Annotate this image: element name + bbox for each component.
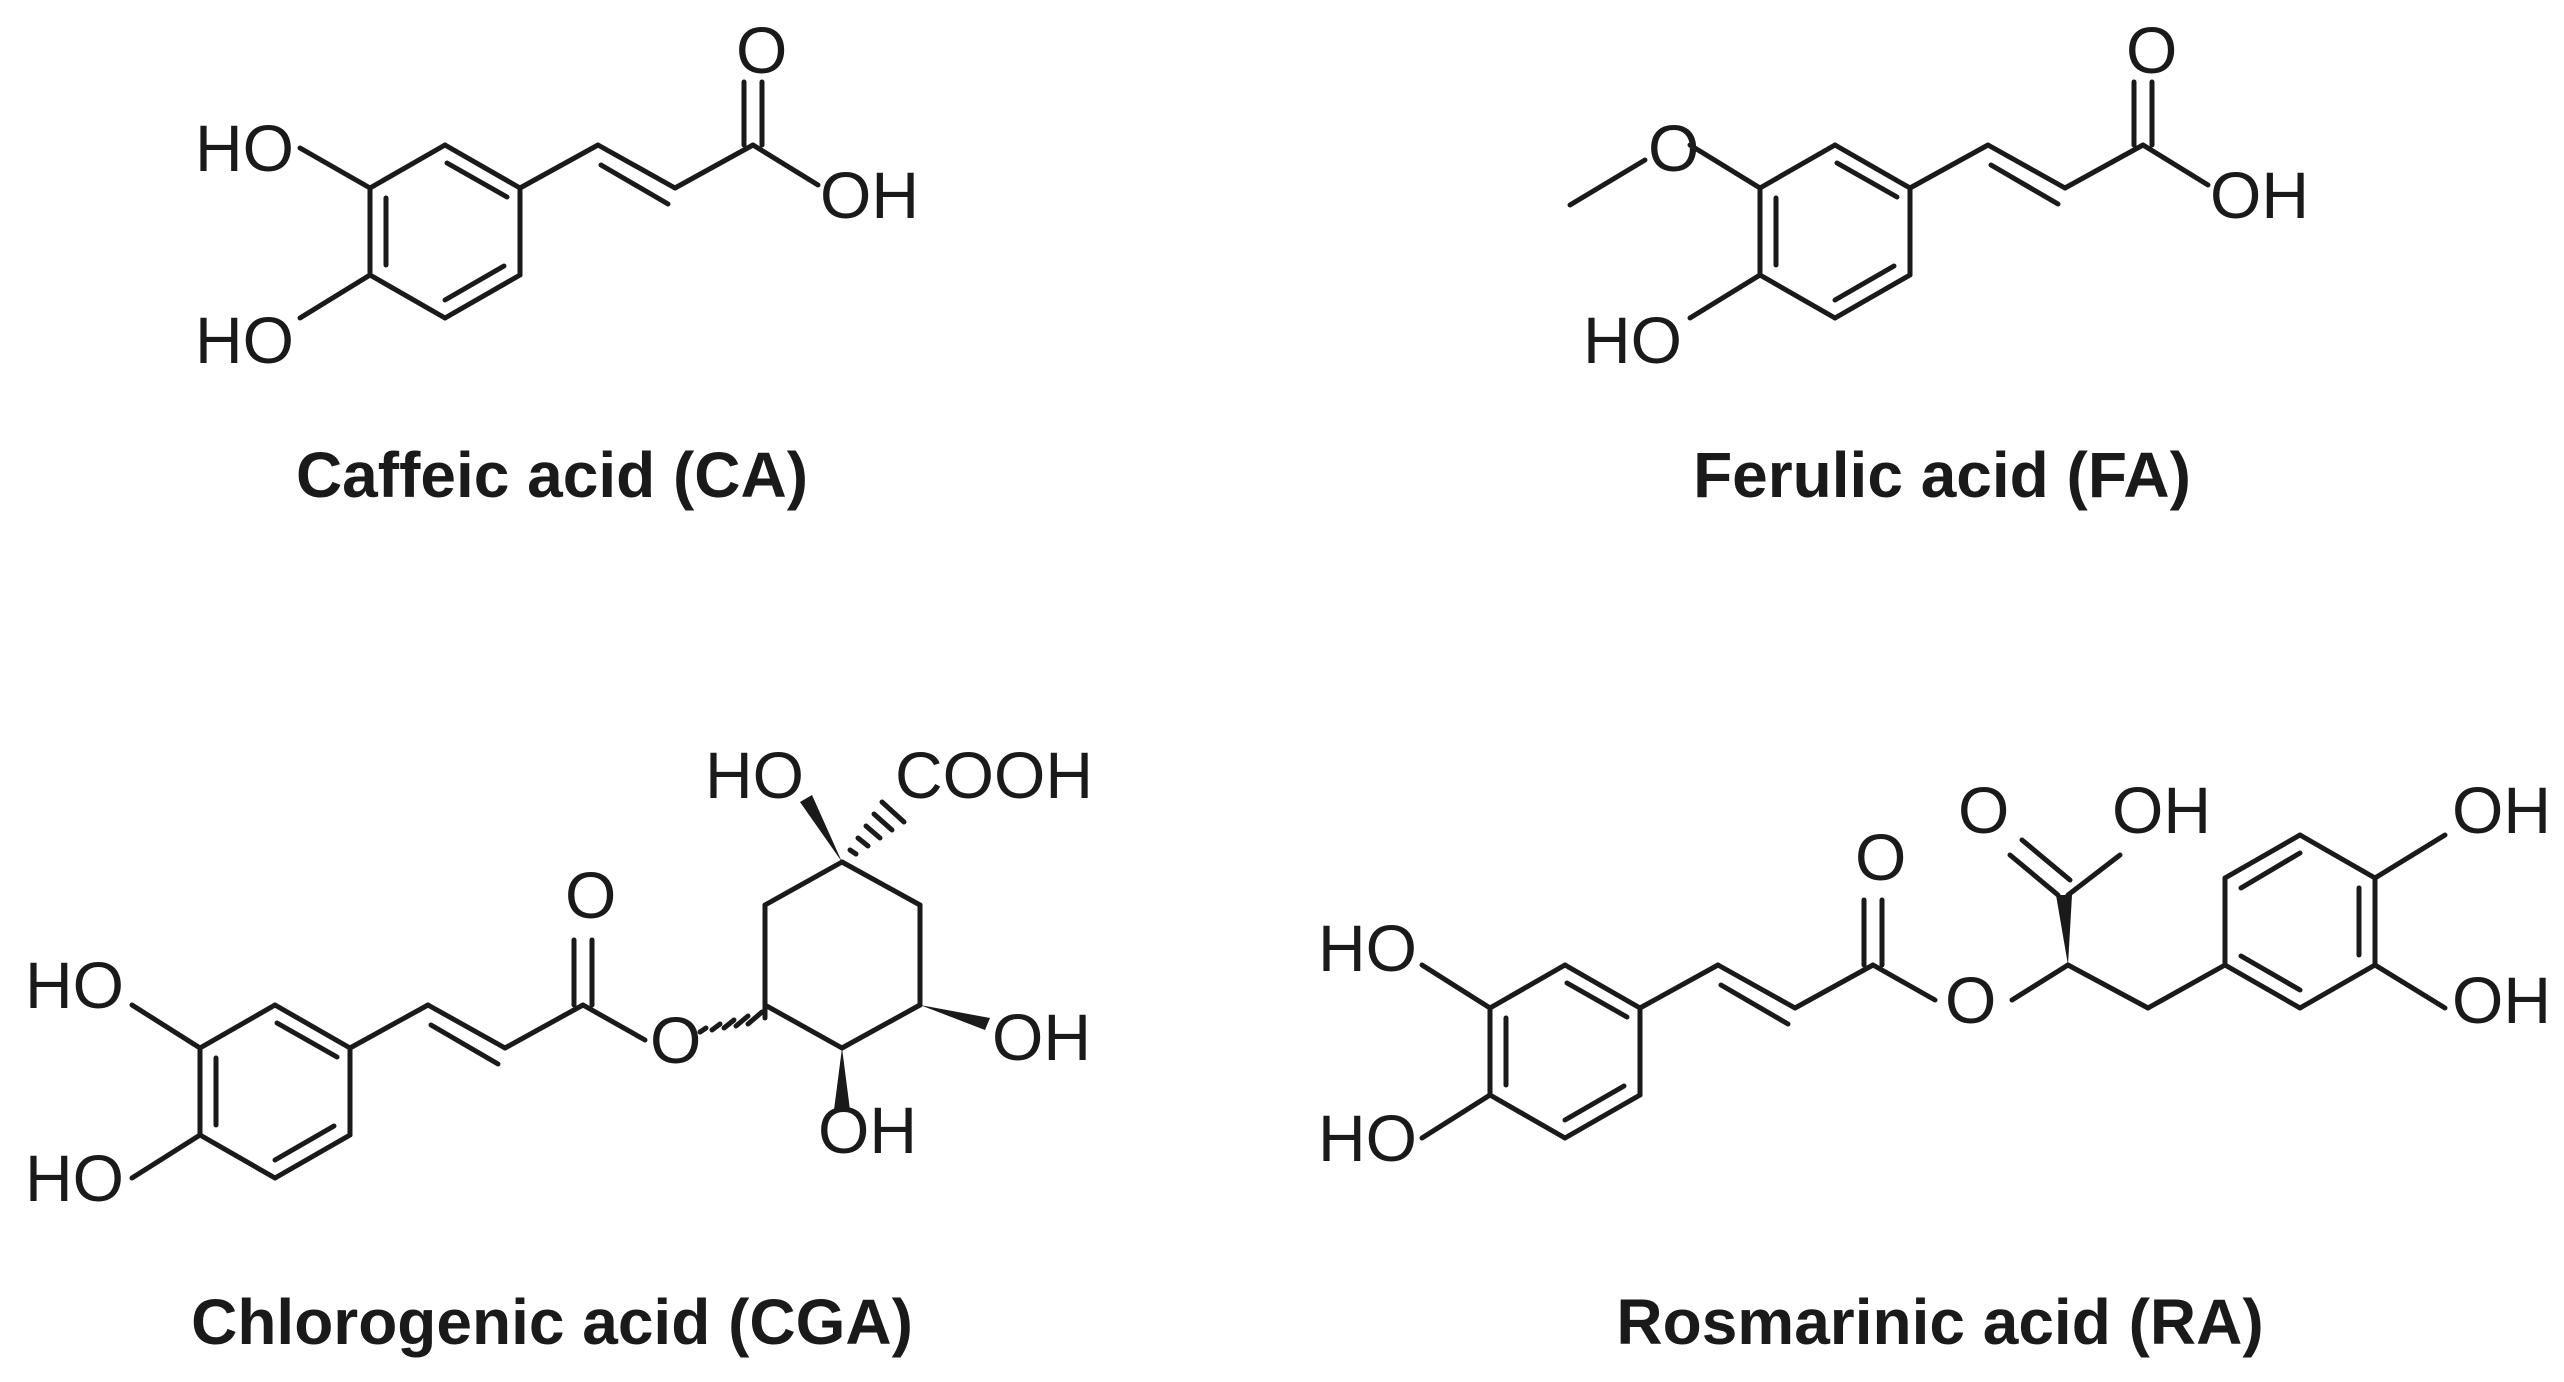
fa-methoxy-o-label: O: [1648, 111, 1699, 185]
fa-bonds: [1567, 79, 2211, 321]
ca-carbonyl-o-label: O: [736, 13, 787, 87]
fa-acid-oh-label: OH: [2210, 158, 2309, 232]
ra-ester-o-label: O: [1945, 963, 1996, 1037]
caffeic-acid-structure: HO HO O OH Caffeic acid (CA): [195, 13, 919, 511]
cga-quinic-oh-bottom-label: OH: [818, 1093, 917, 1167]
cga-quinic-cooh-label: COOH: [895, 738, 1093, 812]
fa-carbonyl-o-label: O: [2126, 13, 2177, 87]
ra-ho-top-label: HO: [1318, 911, 1417, 985]
cga-caption: Chlorogenic acid (CGA): [191, 1286, 913, 1358]
ra-ring2-oh-top-label: OH: [2452, 773, 2551, 847]
cga-quinic-ho-label: HO: [705, 738, 804, 812]
ra-acid-carbonyl-o-label: O: [1958, 773, 2009, 847]
ra-ester-carbonyl-o-label: O: [1855, 820, 1906, 894]
ca-bonds: [297, 79, 821, 321]
cga-ho-bottom-label: HO: [25, 1141, 124, 1215]
ca-acid-oh-label: OH: [820, 158, 919, 232]
cga-bonds: [129, 795, 990, 1181]
ra-bonds: [1419, 832, 2448, 1141]
fa-caption: Ferulic acid (FA): [1693, 439, 2191, 511]
ra-acid-oh-label: OH: [2112, 773, 2211, 847]
chlorogenic-acid-structure: HO HO O O HO COOH OH OH Chlorogenic acid…: [25, 738, 1093, 1358]
ca-ho-bottom-label: HO: [195, 303, 294, 377]
ra-caption: Rosmarinic acid (RA): [1616, 1286, 2263, 1358]
rosmarinic-acid-structure: HO HO O O O OH OH OH Rosmarinic acid (RA…: [1318, 773, 2551, 1358]
ra-ho-bottom-label: HO: [1318, 1101, 1417, 1175]
ca-ho-top-label: HO: [195, 111, 294, 185]
cga-ester-o-label: O: [650, 1003, 701, 1077]
cga-quinic-oh-right-label: OH: [992, 1000, 1091, 1074]
fa-ho-bottom-label: HO: [1583, 303, 1682, 377]
ferulic-acid-structure: O HO O OH Ferulic acid (FA): [1567, 13, 2309, 511]
cga-ester-carbonyl-o-label: O: [565, 858, 616, 932]
ca-caption: Caffeic acid (CA): [296, 439, 808, 511]
cga-ho-top-label: HO: [25, 948, 124, 1022]
ra-ring2-oh-bottom-label: OH: [2452, 963, 2551, 1037]
